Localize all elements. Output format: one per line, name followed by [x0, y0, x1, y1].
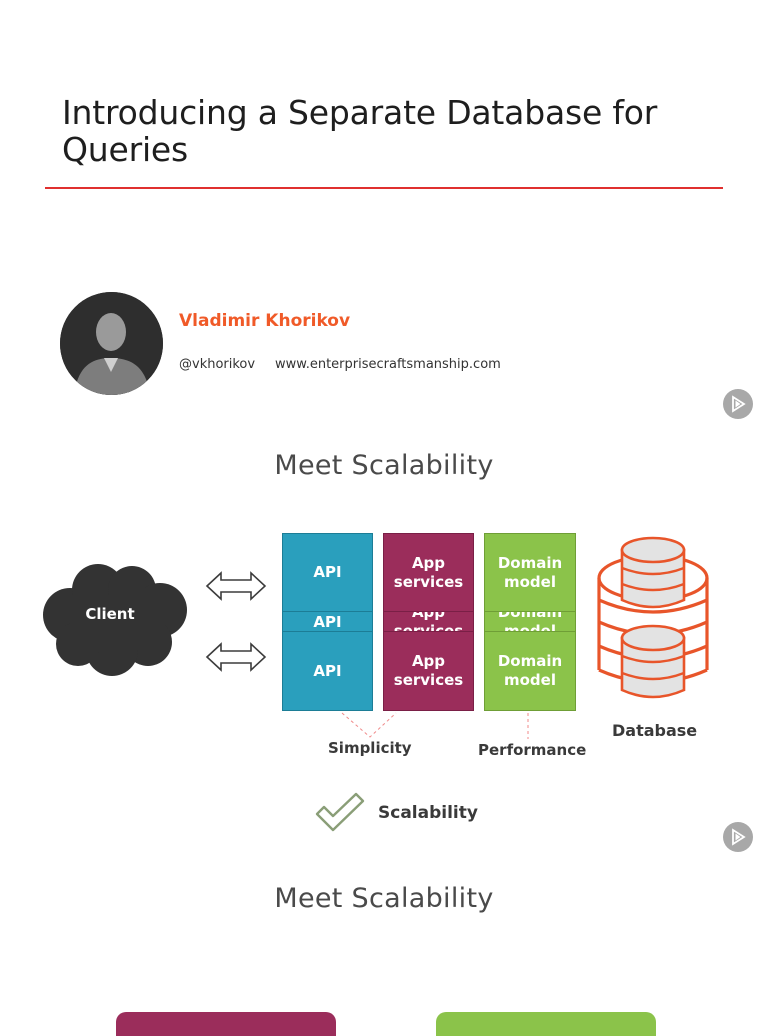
author-handle[interactable]: @vkhorikov	[179, 357, 256, 372]
play-icon	[732, 395, 746, 413]
app-services-block: App services	[383, 631, 474, 711]
author-name: Vladimir Khorikov	[179, 311, 351, 331]
simplicity-label: Simplicity	[328, 739, 412, 757]
domain-model-block-partial	[436, 1012, 656, 1036]
app-services-block: App services	[383, 533, 474, 612]
simplicity-connector	[341, 712, 397, 738]
api-block: API	[282, 533, 373, 612]
checkmark-icon	[315, 792, 365, 832]
client-cloud-icon	[43, 564, 187, 676]
domain-model-block: Domain model	[484, 611, 576, 633]
performance-connector	[527, 713, 529, 739]
section-title: Meet Scalability	[274, 883, 494, 914]
author-photo	[60, 292, 163, 395]
author-website[interactable]: www.enterprisecraftsmanship.com	[275, 357, 501, 372]
database-icon	[597, 536, 709, 699]
play-button[interactable]	[723, 389, 753, 419]
api-block: API	[282, 631, 373, 711]
app-services-block-partial	[116, 1012, 336, 1036]
client-label: Client	[85, 605, 135, 623]
author-avatar	[60, 292, 163, 395]
page-title: Introducing a Separate Database for Quer…	[62, 93, 658, 169]
double-arrow-icon	[205, 642, 267, 672]
play-button[interactable]	[723, 822, 753, 852]
section-title: Meet Scalability	[274, 450, 494, 481]
database-label: Database	[612, 721, 698, 740]
performance-label: Performance	[478, 741, 587, 759]
domain-model-block: Domain model	[484, 631, 576, 711]
double-arrow-icon	[205, 571, 267, 601]
api-block: API	[282, 611, 373, 633]
app-services-block: App services	[383, 611, 474, 633]
domain-model-block: Domain model	[484, 533, 576, 612]
title-divider	[45, 187, 723, 189]
scalability-label: Scalability	[378, 803, 478, 823]
play-icon	[732, 828, 746, 846]
